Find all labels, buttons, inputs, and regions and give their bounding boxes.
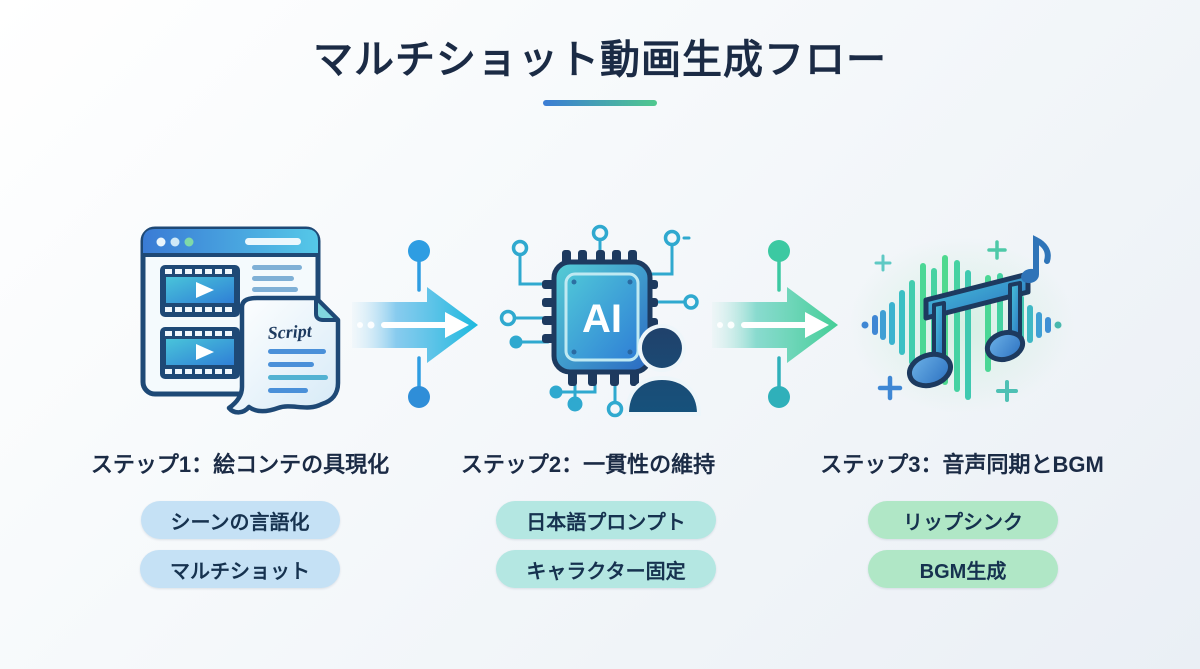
circuit-node-icon (408, 240, 430, 408)
film-thumbnail-icon (160, 327, 240, 379)
flow-arrow-icon (352, 240, 478, 408)
tag-lip-sync: リップシンク (868, 501, 1058, 539)
play-icon (196, 344, 214, 360)
circuit-node-icon (768, 240, 790, 408)
window-dot-icon (184, 237, 194, 247)
film-thumbnail-icon (160, 265, 240, 317)
music-note-icon (906, 271, 1031, 389)
ai-chip-illustration: AI (499, 224, 702, 418)
script-document-icon: Script (226, 295, 341, 415)
tag-multi-shot: マルチショット (140, 550, 340, 588)
storyboard-illustration: Script (140, 226, 341, 415)
tag-character-lock: キャラクター固定 (496, 550, 716, 588)
ai-chip-icon: AI (551, 259, 653, 375)
flow-arrow-icon (712, 240, 838, 408)
step1-label: ステップ1：絵コンテの具現化 (90, 452, 390, 477)
folded-corner-icon (314, 296, 340, 322)
step3-label: ステップ3：音声同期とBGM (820, 452, 1104, 477)
text-lines-decoration (268, 349, 328, 393)
ai-label: AI (582, 297, 622, 341)
small-note-icon (1021, 235, 1051, 284)
tag-japanese-prompt: 日本語プロンプト (496, 501, 716, 539)
window-dot-icon (170, 237, 180, 247)
window-dot-icon (156, 237, 166, 247)
step2-label: ステップ2：一貫性の維持 (460, 452, 716, 477)
sparkle-icon (874, 240, 1018, 402)
step2-tag-group: 日本語プロンプト キャラクター固定 (496, 501, 716, 588)
tag-scene-verbalization: シーンの言語化 (140, 501, 340, 539)
page-title: マルチショット動画生成フロー (313, 38, 887, 82)
person-silhouette-icon (624, 324, 702, 416)
title-underline-decoration (543, 100, 657, 106)
play-icon (196, 282, 214, 298)
tag-bgm-generation: BGM生成 (868, 550, 1058, 588)
step3-tag-group: リップシンク BGM生成 (868, 501, 1058, 588)
inner-arrow-icon (717, 312, 829, 338)
step1-tag-group: シーンの言語化 マルチショット (140, 501, 340, 588)
script-label: Script (267, 321, 313, 343)
inner-arrow-icon (357, 312, 469, 338)
audio-bgm-illustration (850, 235, 1074, 413)
